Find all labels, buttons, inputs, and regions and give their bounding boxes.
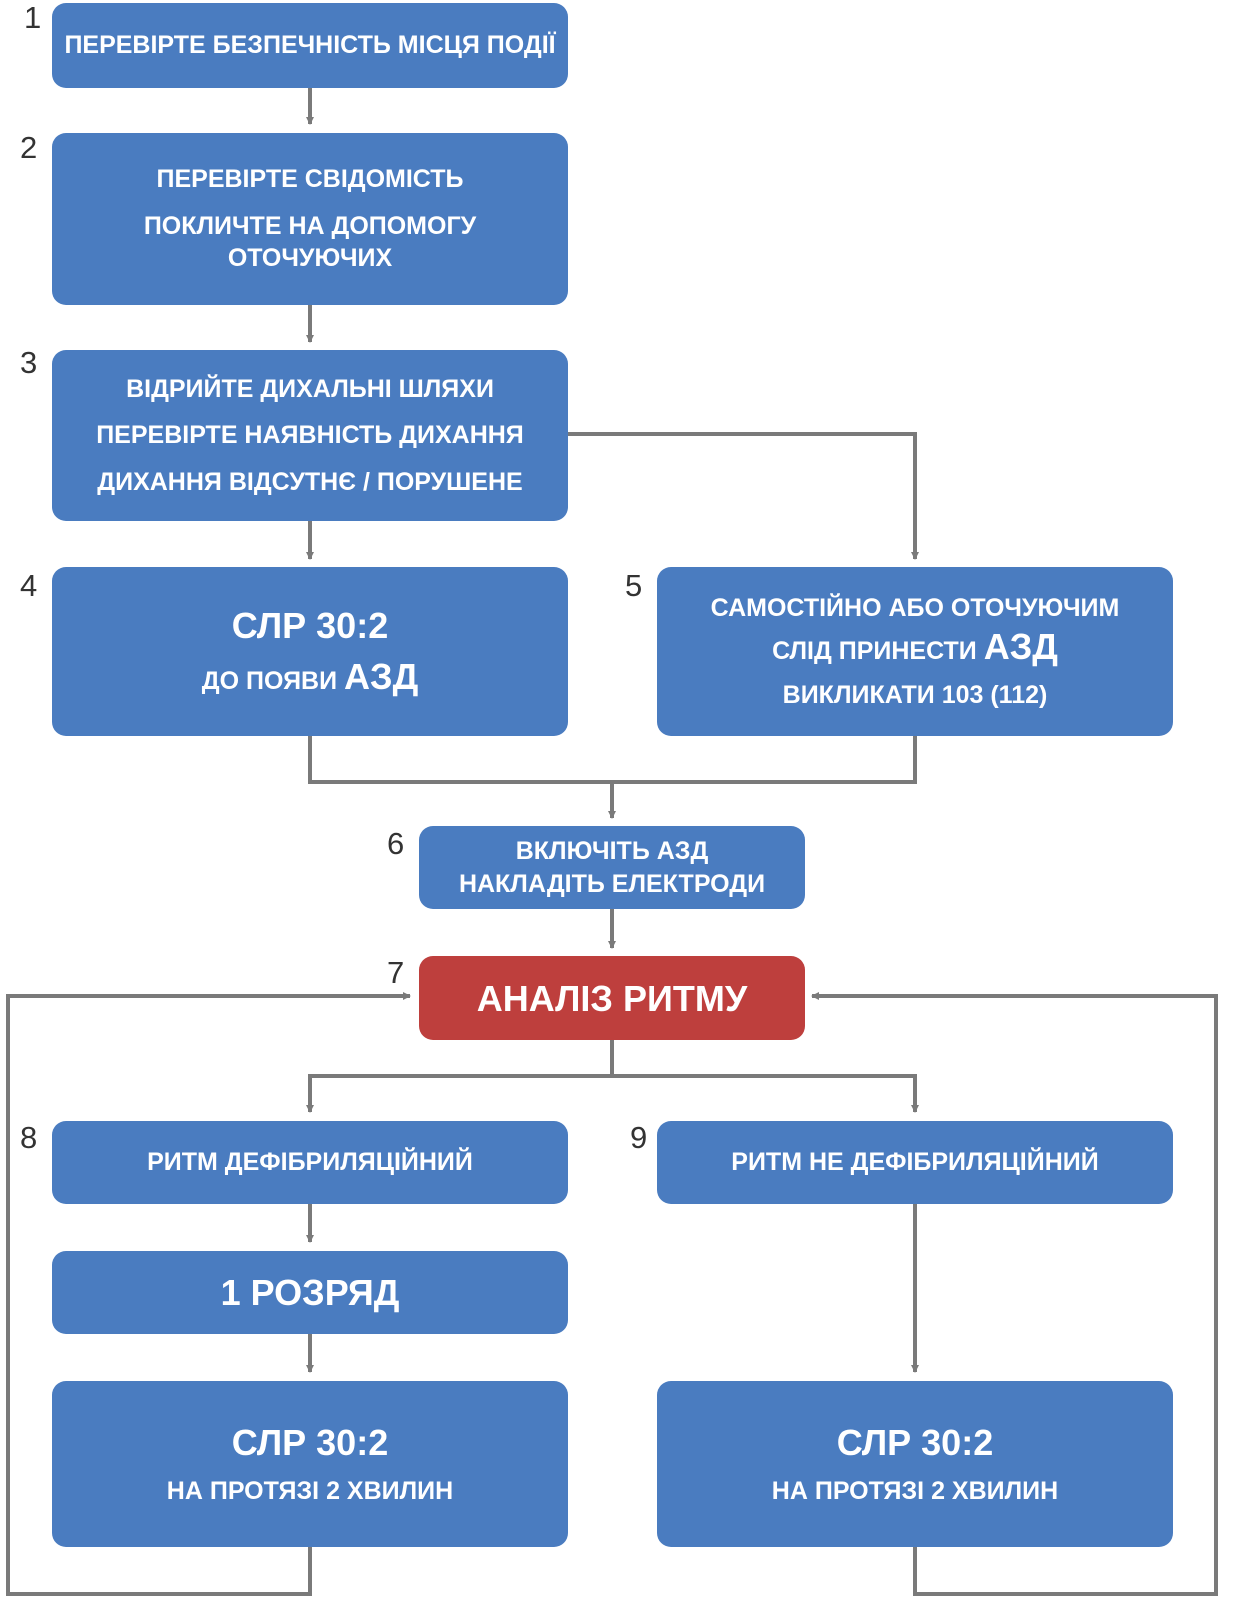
split-7-right bbox=[612, 1074, 919, 1113]
step-2-line-1: ПЕРЕВІРТЕ СВІДОМІСТЬ bbox=[156, 165, 464, 194]
shock-box: 1 РОЗРЯД bbox=[52, 1251, 568, 1334]
step-number-1: 1 bbox=[24, 0, 42, 35]
step-number-8: 8 bbox=[20, 1120, 38, 1155]
arrow-3-to-5 bbox=[568, 432, 919, 560]
step-6-line-1: ВКЛЮЧІТЬ АЗД bbox=[515, 837, 709, 865]
loop-right bbox=[811, 992, 1218, 1596]
step-5-line-2: СЛІД ПРИНЕСТИ АЗД bbox=[772, 624, 1058, 671]
step-2-line-2: ПОКЛИЧТЕ НА ДОПОМОГУ bbox=[143, 211, 477, 240]
cpr-right-box: СЛР 30:2 НА ПРОТЯЗІ 2 ХВИЛИН bbox=[657, 1381, 1173, 1547]
step-7-text: АНАЛІЗ РИТМУ bbox=[476, 977, 748, 1019]
step-5-line-2-azd: АЗД bbox=[983, 626, 1058, 668]
loop-left bbox=[6, 992, 411, 1596]
step-3-line-1: ВІДРИЙТЕ ДИХАЛЬНІ ШЛЯХИ bbox=[126, 374, 494, 403]
step-5-line-2-pre: СЛІД ПРИНЕСТИ bbox=[772, 637, 984, 666]
cpr-left-subtitle: НА ПРОТЯЗІ 2 ХВИЛИН bbox=[166, 1477, 454, 1506]
step-8-text: РИТМ ДЕФІБРИЛЯЦІЙНИЙ bbox=[147, 1148, 473, 1177]
step-number-4: 4 bbox=[20, 568, 38, 603]
step-4-title: СЛР 30:2 bbox=[231, 604, 389, 646]
step-number-9: 9 bbox=[630, 1120, 648, 1155]
step-number-7: 7 bbox=[387, 955, 405, 990]
cpr-left-box: СЛР 30:2 НА ПРОТЯЗІ 2 ХВИЛИН bbox=[52, 1381, 568, 1547]
step-7-rhythm-analysis-box: АНАЛІЗ РИТМУ bbox=[419, 956, 805, 1040]
step-number-3: 3 bbox=[20, 345, 38, 380]
step-3-line-2: ПЕРЕВІРТЕ НАЯВНІСТЬ ДИХАННЯ bbox=[96, 421, 524, 450]
step-5-line-3: ВИКЛИКАТИ 103 (112) bbox=[782, 680, 1048, 709]
step-5-line-1: САМОСТІЙНО АБО ОТОЧУЮЧИМ bbox=[710, 593, 1120, 622]
step-6-box: ВКЛЮЧІТЬ АЗД НАКЛАДІТЬ ЕЛЕКТРОДИ bbox=[419, 826, 805, 909]
step-2-box: ПЕРЕВІРТЕ СВІДОМІСТЬ ПОКЛИЧТЕ НА ДОПОМОГ… bbox=[52, 133, 568, 305]
step-4-subtitle: ДО ПОЯВИ АЗД bbox=[202, 654, 418, 701]
step-3-line-3: ДИХАННЯ ВІДСУТНЄ / ПОРУШЕНЕ bbox=[97, 467, 523, 496]
step-number-5: 5 bbox=[625, 568, 643, 603]
step-4-box: СЛР 30:2 ДО ПОЯВИ АЗД bbox=[52, 567, 568, 736]
step-3-box: ВІДРИЙТЕ ДИХАЛЬНІ ШЛЯХИ ПЕРЕВІРТЕ НАЯВНІ… bbox=[52, 350, 568, 521]
step-1-text: ПЕРЕВІРТЕ БЕЗПЕЧНІСТЬ МІСЦЯ ПОДІЇ bbox=[64, 31, 556, 60]
step-6-line-2: НАКЛАДІТЬ ЕЛЕКТРОДИ bbox=[458, 869, 766, 898]
step-9-box: РИТМ НЕ ДЕФІБРИЛЯЦІЙНИЙ bbox=[657, 1121, 1173, 1204]
split-7 bbox=[306, 1040, 614, 1113]
step-number-6: 6 bbox=[387, 826, 405, 861]
step-4-subtitle-azd: АЗД bbox=[344, 655, 419, 697]
step-number-2: 2 bbox=[20, 130, 38, 165]
shock-text: 1 РОЗРЯД bbox=[220, 1272, 400, 1313]
step-2-line-3: ОТОЧУЮЧИХ bbox=[227, 244, 393, 273]
step-9-text: РИТМ НЕ ДЕФІБРИЛЯЦІЙНИЙ bbox=[731, 1148, 1099, 1177]
step-1-box: ПЕРЕВІРТЕ БЕЗПЕЧНІСТЬ МІСЦЯ ПОДІЇ bbox=[52, 3, 568, 88]
cpr-right-subtitle: НА ПРОТЯЗІ 2 ХВИЛИН bbox=[771, 1477, 1059, 1506]
step-4-subtitle-pre: ДО ПОЯВИ bbox=[201, 666, 345, 695]
step-5-box: САМОСТІЙНО АБО ОТОЧУЮЧИМ СЛІД ПРИНЕСТИ А… bbox=[657, 567, 1173, 736]
merge-4-5 bbox=[308, 736, 917, 784]
cpr-right-title: СЛР 30:2 bbox=[836, 1422, 994, 1464]
cpr-left-title: СЛР 30:2 bbox=[231, 1422, 389, 1464]
step-8-box: РИТМ ДЕФІБРИЛЯЦІЙНИЙ bbox=[52, 1121, 568, 1204]
